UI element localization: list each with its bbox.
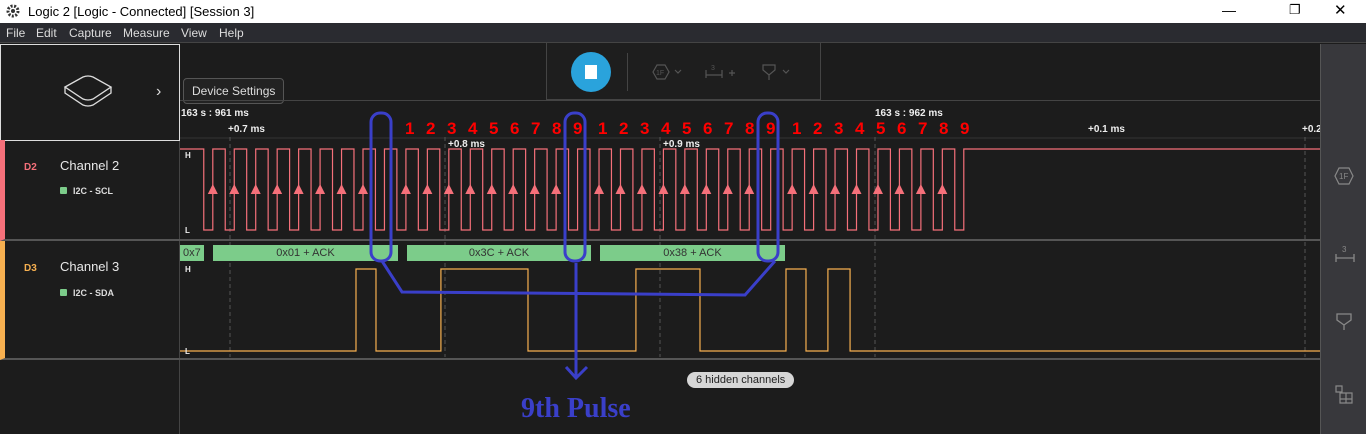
menu-view[interactable]: View <box>181 26 207 40</box>
time-tick: +0.8 ms <box>448 139 485 150</box>
menu-edit[interactable]: Edit <box>36 26 57 40</box>
menu-file[interactable]: File <box>6 26 26 40</box>
device-icon <box>63 75 113 107</box>
right-sidebar: 1F 3 <box>1320 44 1366 434</box>
filter-icon[interactable] <box>759 62 795 82</box>
pulse-count: 6 <box>897 119 907 138</box>
time-tick: +0.2 ms <box>1302 124 1320 135</box>
device-settings-button[interactable]: › <box>0 44 180 141</box>
analyzer-label: I2C - SCL <box>73 186 114 196</box>
pulse-count: 1 <box>598 119 608 138</box>
level-label: L <box>185 226 190 235</box>
pulse-count: 4 <box>468 119 478 138</box>
channel-row-d3[interactable]: D3 Channel 3 I2C - SDA <box>0 241 180 360</box>
menu-help[interactable]: Help <box>219 26 244 40</box>
pulse-count: 3 <box>447 119 457 138</box>
level-label: H <box>185 265 191 274</box>
time-tick: +0.7 ms <box>228 124 265 135</box>
analyzer-label: I2C - SDA <box>73 288 115 298</box>
header-divider <box>180 100 1320 101</box>
window-title: Logic 2 [Logic - Connected] [Session 3] <box>28 4 255 19</box>
level-label: H <box>185 151 191 160</box>
channel-name[interactable]: Channel 2 <box>60 158 120 173</box>
pulse-count: 6 <box>510 119 520 138</box>
time-marker: 163 s : 961 ms <box>181 108 249 119</box>
decoded-frame[interactable]: 0x7 <box>180 245 204 261</box>
trigger-icon[interactable]: 1F <box>1333 166 1355 186</box>
pulse-count: 5 <box>682 119 692 138</box>
pulse-count: 9 <box>960 119 970 138</box>
pulse-count: 5 <box>489 119 499 138</box>
pulse-count: 8 <box>745 119 755 138</box>
waveform-area[interactable]: H L H L <box>0 0 1320 434</box>
sda-signal <box>180 268 1320 352</box>
svg-text:1F: 1F <box>656 70 664 77</box>
stop-icon <box>585 65 597 79</box>
pulse-count: 7 <box>918 119 928 138</box>
measure-icon[interactable]: 3 <box>1334 240 1356 262</box>
channel-row-d2[interactable]: D2 Channel 2 I2C - SCL <box>0 140 180 241</box>
pulse-count: 6 <box>703 119 713 138</box>
close-icon[interactable]: ✕ <box>1334 2 1347 19</box>
pulse-count: 3 <box>834 119 844 138</box>
trigger-icon[interactable]: 1F <box>649 62 685 82</box>
annotation-label: 9th Pulse <box>521 393 631 424</box>
pulse-count: 2 <box>813 119 823 138</box>
filter-icon[interactable] <box>1335 312 1355 332</box>
pulse-count: 4 <box>855 119 865 138</box>
pulse-count: 5 <box>876 119 886 138</box>
menu-bar: File Edit Capture Measure View Help <box>0 23 1366 43</box>
device-settings-tooltip: Device Settings <box>183 78 285 104</box>
stop-button[interactable] <box>571 52 611 92</box>
app-logo-icon <box>6 4 20 18</box>
time-tick: +0.9 ms <box>663 139 700 150</box>
svg-text:3: 3 <box>711 65 715 72</box>
channel-id: D3 <box>24 263 37 274</box>
pulse-count: 9 <box>573 119 583 138</box>
pulse-count: 4 <box>661 119 671 138</box>
menu-capture[interactable]: Capture <box>69 26 112 40</box>
pulse-count: 8 <box>939 119 949 138</box>
decoded-frame[interactable]: 0x01 + ACK <box>213 245 398 261</box>
pulse-count: 7 <box>531 119 541 138</box>
hidden-channels-button[interactable]: 6 hidden channels <box>687 372 795 388</box>
pulse-count: 2 <box>619 119 629 138</box>
decoded-frame[interactable]: 0x3C + ACK <box>407 245 591 261</box>
menu-measure[interactable]: Measure <box>123 26 170 40</box>
minimize-icon[interactable]: — <box>1222 2 1236 18</box>
pulse-count: 7 <box>724 119 734 138</box>
pulse-count: 3 <box>640 119 650 138</box>
chevron-right-icon[interactable]: › <box>156 83 162 100</box>
layout-icon[interactable] <box>1334 384 1354 404</box>
toolbar-divider <box>627 53 628 91</box>
measure-icon[interactable]: 3 <box>703 62 739 82</box>
restore-icon[interactable]: ❐ <box>1289 2 1301 17</box>
analyzer-color-icon <box>60 289 67 296</box>
pulse-count: 2 <box>426 119 436 138</box>
pulse-count: 1 <box>792 119 802 138</box>
pulse-count: 1 <box>405 119 415 138</box>
time-marker: 163 s : 962 ms <box>875 108 943 119</box>
capture-toolbar: 1F 3 <box>546 43 821 100</box>
pulse-count: 9 <box>766 119 776 138</box>
pulse-count: 8 <box>552 119 562 138</box>
analyzer-color-icon <box>60 187 67 194</box>
title-bar: Logic 2 [Logic - Connected] [Session 3] … <box>0 0 1366 23</box>
svg-text:1F: 1F <box>1339 172 1348 181</box>
time-tick: +0.1 ms <box>1088 124 1125 135</box>
channel-name[interactable]: Channel 3 <box>60 259 120 274</box>
channel-id: D2 <box>24 162 37 173</box>
svg-text:3: 3 <box>1342 245 1347 254</box>
decoded-frame[interactable]: 0x38 + ACK <box>600 245 785 261</box>
level-label: L <box>185 347 190 356</box>
